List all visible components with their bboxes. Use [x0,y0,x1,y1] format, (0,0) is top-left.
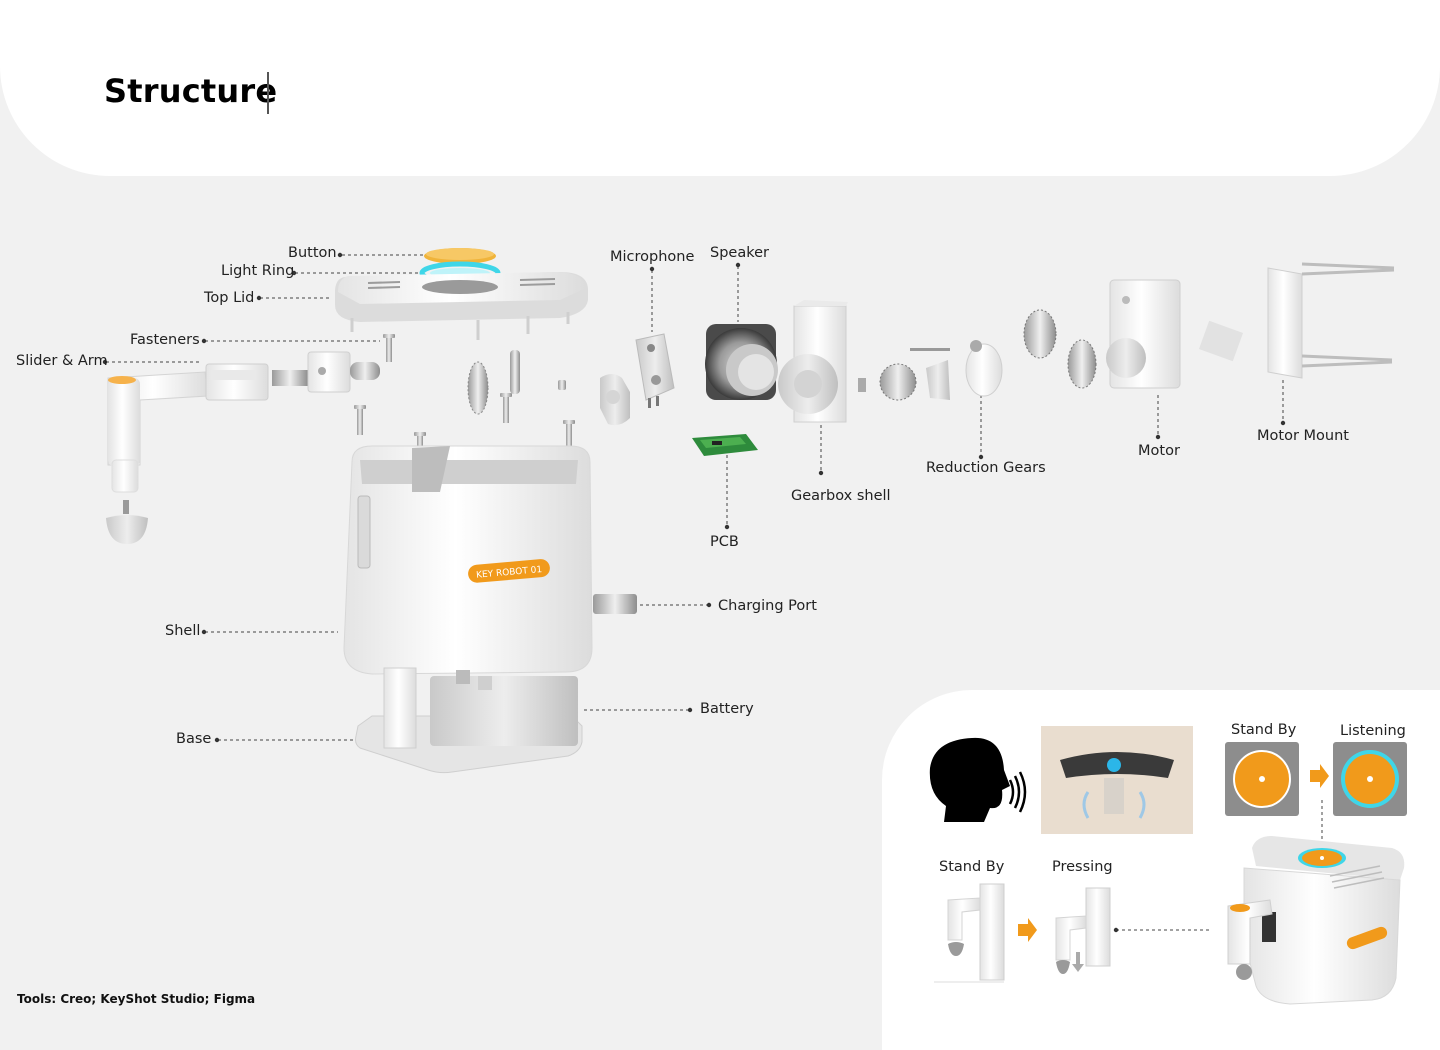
slider-stand-by-illustration [934,883,1005,983]
gearbox-shell-part [778,300,848,423]
label-gearbox-shell: Gearbox shell [791,488,891,504]
state-label-pressing: Pressing [1052,859,1113,875]
state-label-stand-by-top: Stand By [1231,722,1297,738]
page-title: Structure [104,72,278,110]
label-speaker: Speaker [710,245,769,261]
label-reduction-gears: Reduction Gears [926,460,1046,476]
header-band [0,0,1440,176]
stand-by-state-button [1225,742,1299,816]
slider-arm-part [106,351,380,544]
label-motor-mount: Motor Mount [1257,428,1349,444]
label-slider-arm: Slider & Arm [16,353,108,369]
arrow-right-icon [1310,764,1329,788]
tools-caption: Tools: Creo; KeyShot Studio; Figma [17,992,256,1006]
label-light-ring: Light Ring [221,263,295,279]
state-label-stand-by-bottom: Stand By [939,859,1005,875]
label-fasteners: Fasteners [130,332,200,348]
device-listening-photo [1041,726,1193,834]
label-pcb: PCB [710,534,739,550]
label-shell: Shell [165,623,201,639]
fasteners-part [354,334,575,464]
motor-part [1106,279,1244,389]
label-base: Base [176,731,212,747]
button-part [424,248,496,264]
shell-part: KEY ROBOT 01 [343,445,637,675]
motor-mount-part [1267,262,1395,379]
speaker-part [705,324,778,400]
reduction-gears-part [858,309,1097,401]
label-top-lid: Top Lid [204,290,255,306]
pcb-part [692,434,758,456]
label-motor: Motor [1138,443,1180,459]
label-microphone: Microphone [610,249,695,265]
listening-state-button [1333,742,1407,816]
microphone-part [635,333,675,408]
product-render [1227,836,1405,1005]
label-battery: Battery [700,701,754,717]
leader-lines [106,254,1323,931]
product-badge: KEY ROBOT 01 [468,559,550,583]
internal-gear-part [467,350,630,426]
leader-dots [102,252,1286,933]
base-part [355,667,583,774]
exploded-view-diagram: KEY ROBOT 01 [102,248,1407,1005]
slider-pressing-illustration [1055,887,1111,974]
label-charging-port: Charging Port [718,598,817,614]
top-lid-part [335,272,588,340]
title-divider [267,72,269,114]
label-button: Button [288,245,337,261]
speaking-head-icon [929,737,1027,822]
arrow-right-icon [1018,918,1037,942]
state-label-listening: Listening [1340,723,1406,739]
